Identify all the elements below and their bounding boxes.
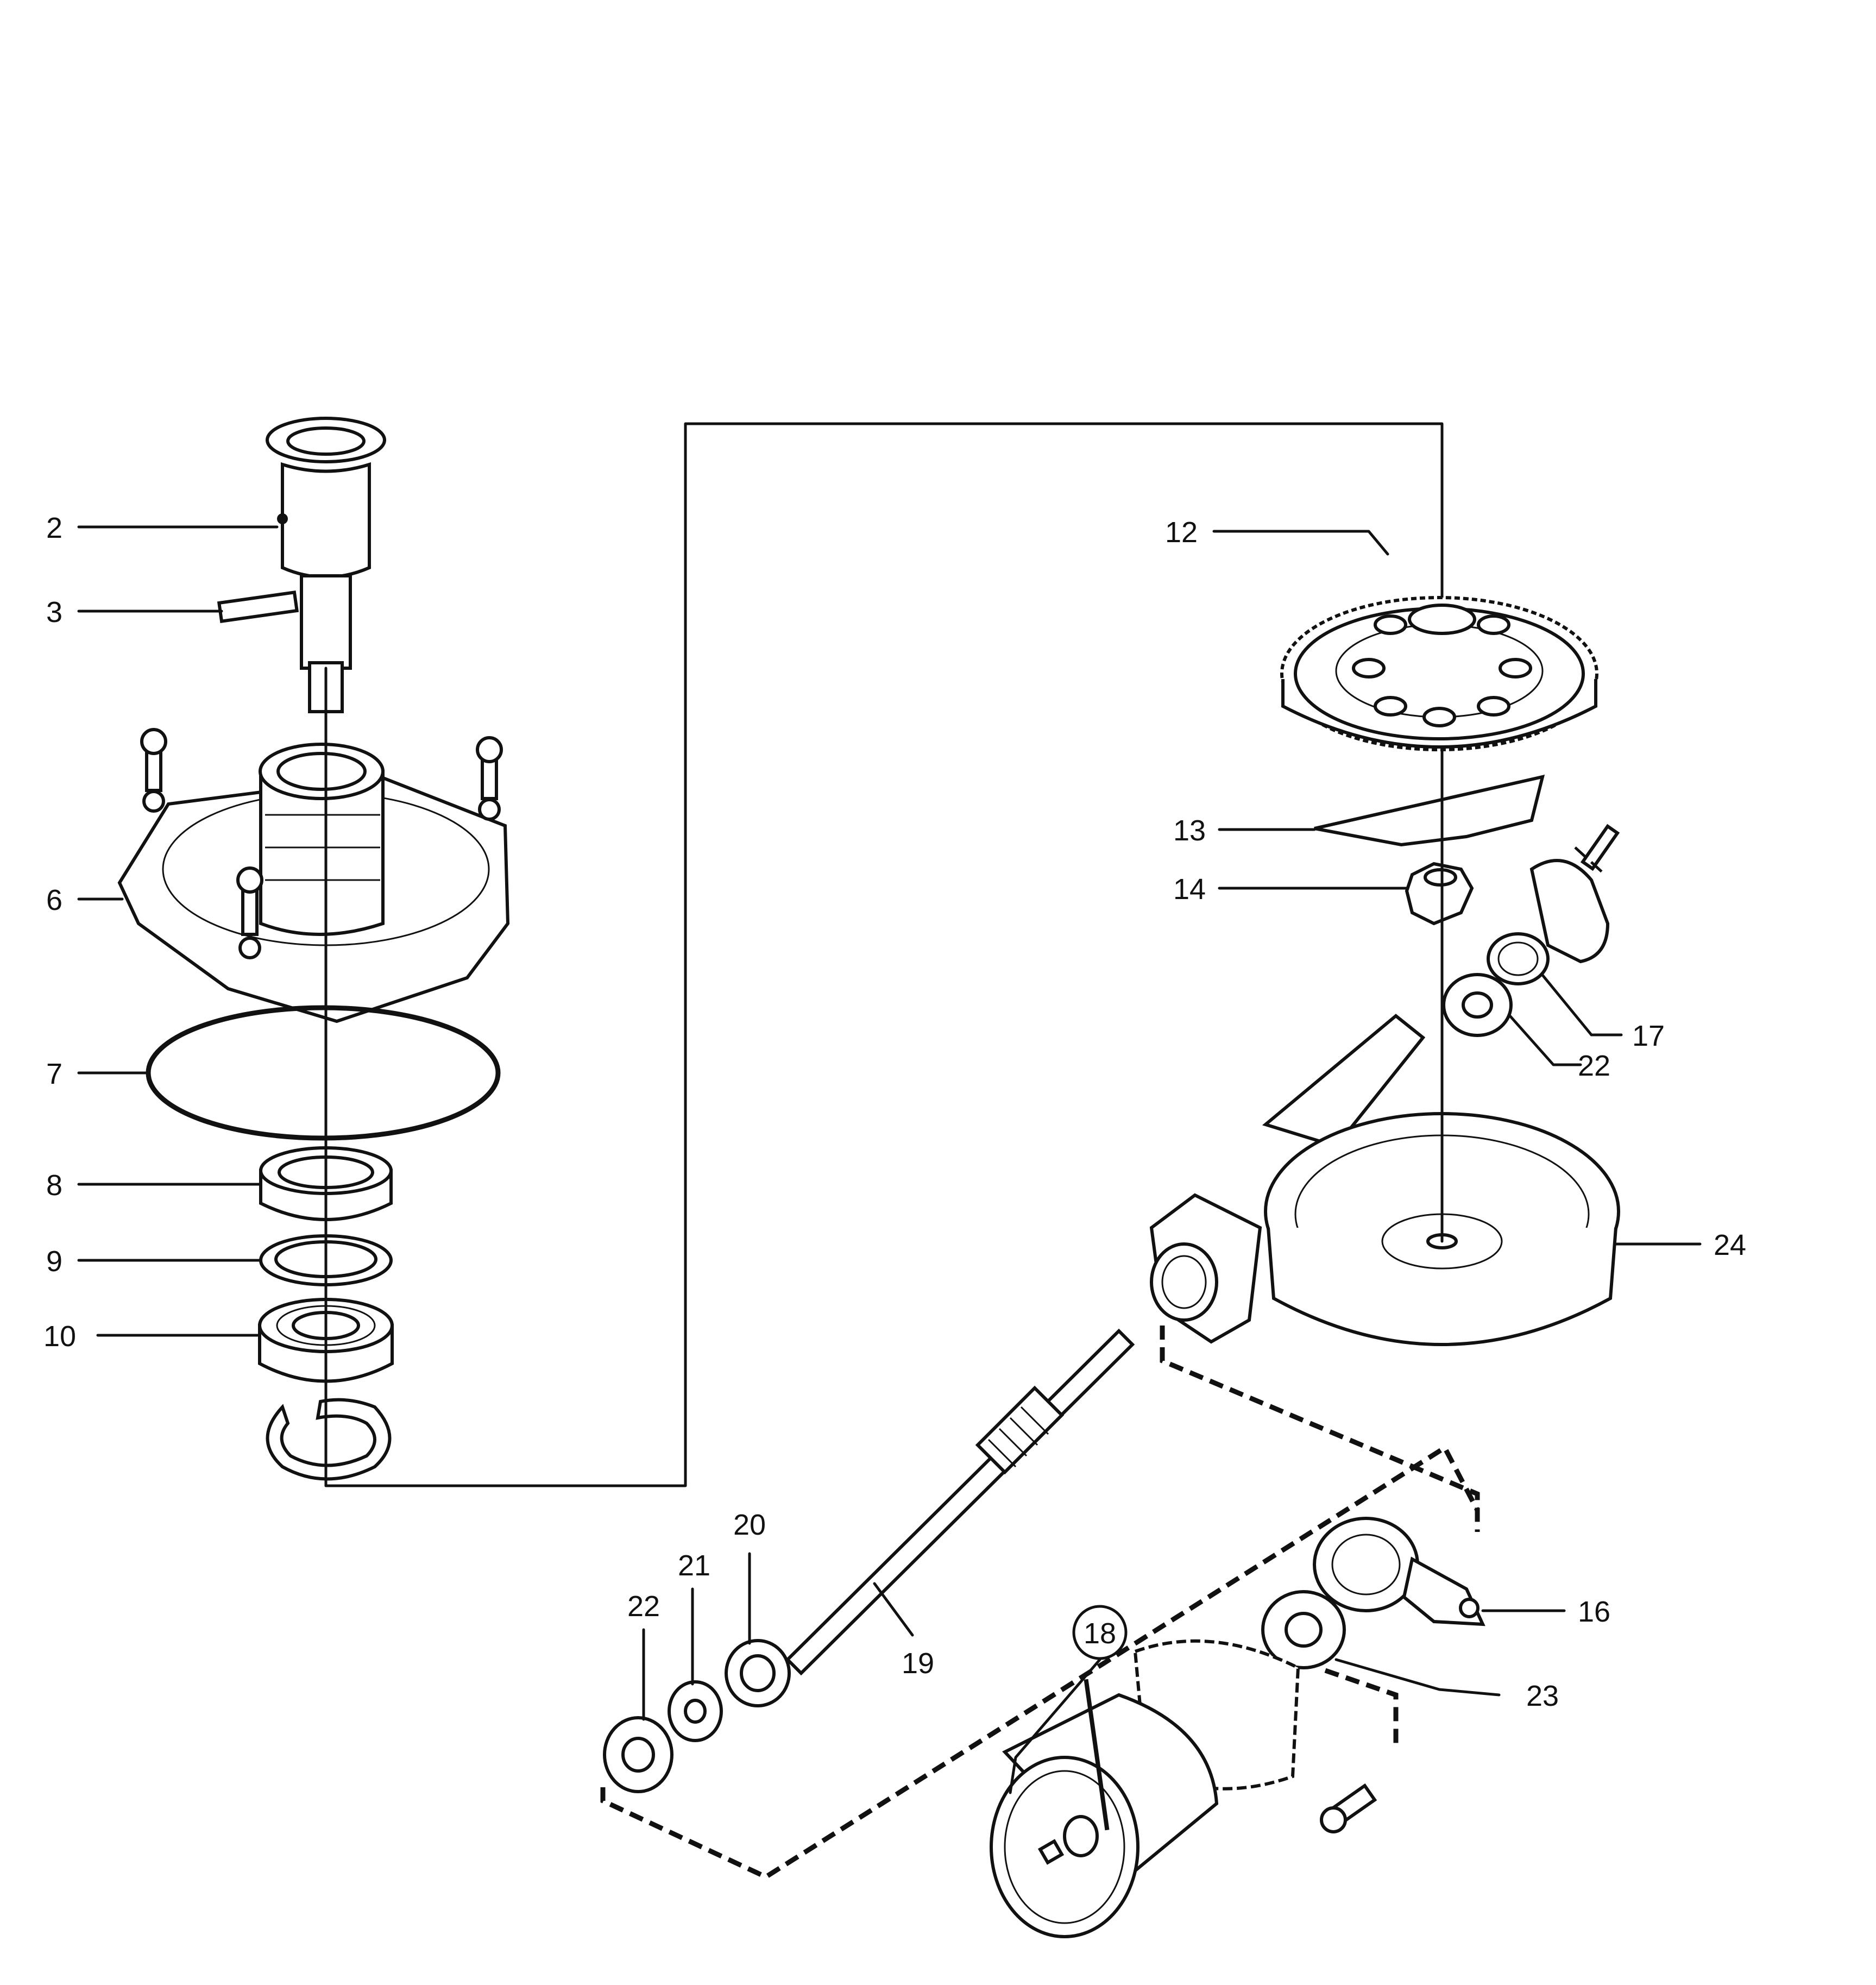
- part-12-spur-gear: [1280, 596, 1598, 751]
- callout-6: 6: [46, 884, 124, 916]
- svg-text:20: 20: [733, 1509, 766, 1541]
- assembly-connector-line: [324, 422, 1444, 1487]
- callout-18: 18: [1009, 1605, 1128, 1794]
- part-19-worm-shaft: [785, 1328, 1135, 1676]
- svg-text:23: 23: [1526, 1680, 1559, 1712]
- callout-13: 13: [1173, 814, 1316, 847]
- svg-text:16: 16: [1578, 1595, 1610, 1628]
- callout-3: 3: [46, 596, 223, 629]
- svg-text:21: 21: [678, 1549, 710, 1582]
- svg-text:22: 22: [1578, 1050, 1610, 1082]
- callout-12: 12: [1165, 516, 1389, 556]
- svg-text:9: 9: [46, 1245, 62, 1278]
- svg-text:12: 12: [1165, 516, 1198, 549]
- svg-text:17: 17: [1632, 1020, 1665, 1052]
- part-2-drive-shaft: [266, 417, 386, 713]
- callout-14: 14: [1173, 873, 1409, 906]
- callout-22-left: 22: [627, 1590, 660, 1721]
- part-20-bearing: [725, 1639, 791, 1707]
- part-17-gasket: [1487, 932, 1550, 985]
- dashed-assembly-path-motor: [1324, 1668, 1399, 1749]
- svg-text:7: 7: [46, 1058, 62, 1090]
- callout-8: 8: [46, 1169, 261, 1202]
- svg-text:14: 14: [1173, 873, 1206, 906]
- part-3-key: [217, 591, 299, 623]
- part-22-bearing-left: [603, 1716, 673, 1793]
- part-23-flange-bearing: [1261, 1590, 1346, 1669]
- svg-text:22: 22: [627, 1590, 660, 1623]
- part-13-lock-plate: [1314, 774, 1545, 847]
- end-cover: [1529, 824, 1620, 964]
- callout-19: 19: [873, 1582, 934, 1680]
- part-6-bearing-housing: [117, 728, 510, 1023]
- callout-7: 7: [46, 1058, 149, 1090]
- svg-text:3: 3: [46, 596, 62, 629]
- callout-24: 24: [1614, 1229, 1746, 1261]
- callout-20: 20: [733, 1509, 766, 1645]
- callout-10: 10: [43, 1320, 259, 1353]
- svg-text:13: 13: [1173, 814, 1206, 847]
- callout-2: 2: [46, 512, 279, 544]
- motor-screw: [1320, 1783, 1377, 1833]
- dashed-assembly-path-shaft: [600, 1444, 1480, 1880]
- callout-16: 16: [1481, 1595, 1610, 1628]
- callout-21: 21: [678, 1549, 710, 1686]
- callout-17: 17: [1541, 973, 1665, 1052]
- part-24-gearbox-housing: [1149, 1014, 1620, 1346]
- svg-text:19: 19: [902, 1647, 934, 1680]
- part-14-nut: [1405, 862, 1474, 926]
- dashed-assembly-path-housing: [1160, 1326, 1480, 1532]
- svg-text:8: 8: [46, 1169, 62, 1202]
- svg-text:10: 10: [43, 1320, 76, 1353]
- part-22-bearing-right: [1442, 973, 1513, 1037]
- circlip: [266, 1398, 392, 1481]
- svg-text:18: 18: [1084, 1617, 1116, 1650]
- part-16-motor-bracket: [1313, 1517, 1485, 1626]
- dashed-assembly-path-cover: [1574, 846, 1606, 876]
- part-21-washer: [668, 1680, 723, 1742]
- part-7-o-ring: [146, 1005, 501, 1141]
- callout-9: 9: [46, 1245, 261, 1278]
- callout-22-right: 22: [1508, 1014, 1610, 1082]
- part-18-motor-rotor: [990, 1639, 1300, 1938]
- svg-text:24: 24: [1714, 1229, 1746, 1261]
- svg-text:2: 2: [46, 512, 62, 544]
- svg-text:6: 6: [46, 884, 62, 916]
- callout-23: 23: [1334, 1658, 1559, 1712]
